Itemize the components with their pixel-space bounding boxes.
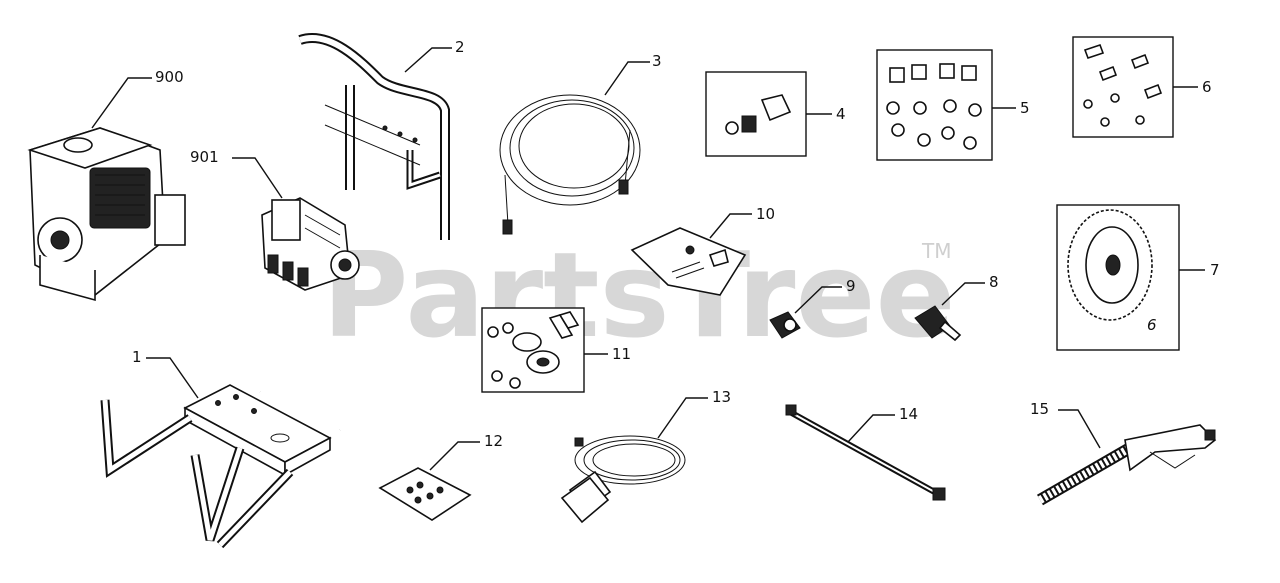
part-11-bearing-kit[interactable] (481, 307, 585, 393)
part-12-parts-bag[interactable] (378, 467, 472, 521)
watermark-trademark: TM (921, 239, 951, 263)
callout-900: 900 (155, 68, 184, 86)
callout-3: 3 (652, 52, 662, 70)
callout-1: 1 (132, 348, 142, 366)
callout-13: 13 (712, 388, 731, 406)
callout-15: 15 (1030, 400, 1049, 418)
callout-2: 2 (455, 38, 465, 56)
part-14-lance[interactable] (785, 404, 946, 501)
callout-6: 6 (1202, 78, 1212, 96)
part-13-inlet-hose[interactable] (560, 435, 686, 524)
part-8-nozzle[interactable] (914, 305, 962, 342)
callout-901: 901 (190, 148, 219, 166)
part-901-pump[interactable] (261, 197, 360, 291)
callout-12: 12 (484, 432, 503, 450)
part-9-coupler[interactable] (769, 311, 801, 339)
part-4-fitting-kit[interactable] (705, 71, 807, 157)
part-6-bolt-kit[interactable] (1072, 36, 1174, 138)
callout-7: 7 (1210, 261, 1220, 279)
part-900-engine[interactable] (27, 127, 186, 302)
callout-9: 9 (846, 277, 856, 295)
part-10-parts-bag[interactable] (630, 227, 747, 296)
part-7-mark: 6 (1147, 316, 1157, 334)
part-1-frame[interactable] (100, 325, 368, 549)
callout-10: 10 (756, 205, 775, 223)
part-3-hose[interactable] (499, 94, 641, 235)
callout-11: 11 (612, 345, 631, 363)
part-2-handle[interactable] (298, 33, 450, 240)
callout-14: 14 (899, 405, 918, 423)
part-7-wheel[interactable]: 6 (1056, 204, 1180, 351)
callout-4: 4 (836, 105, 846, 123)
part-5-mount-kit[interactable] (876, 49, 993, 161)
callout-8: 8 (989, 273, 999, 291)
callout-5: 5 (1020, 99, 1030, 117)
part-15-spray-gun[interactable] (1036, 424, 1217, 506)
